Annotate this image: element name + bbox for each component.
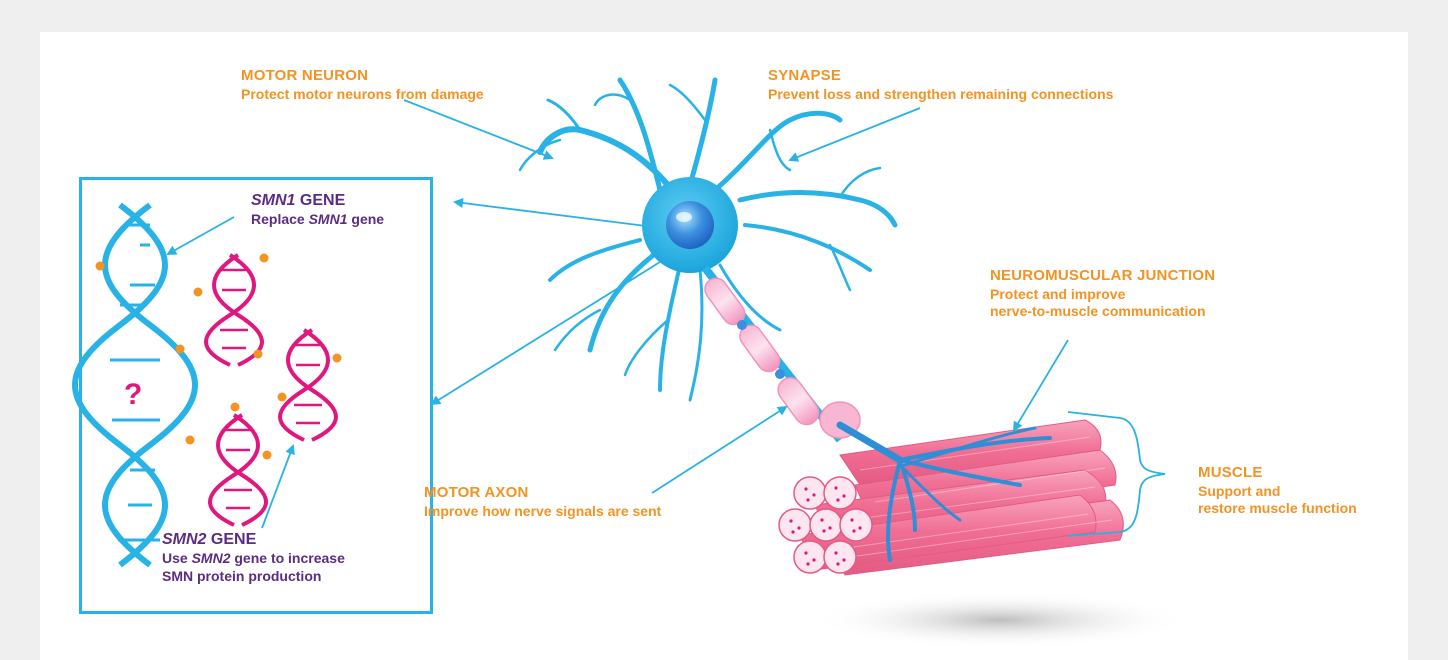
smn1-desc: Replace SMN1 gene [251, 211, 384, 229]
nmj-title: NEUROMUSCULAR JUNCTION [990, 267, 1215, 286]
smn1-title: SMN1 GENE [251, 191, 384, 211]
muscle-label: MUSCLE Support and restore muscle functi… [1198, 464, 1357, 518]
muscle-shadow [810, 592, 1190, 648]
motor-axon-title: MOTOR AXON [424, 484, 661, 503]
dna-small-1 [206, 255, 262, 365]
smn2-title: SMN2 GENE [162, 530, 345, 550]
motor-neuron-desc: Protect motor neurons from damage [241, 86, 484, 104]
dna-small-2 [280, 330, 336, 440]
motor-axon-shape [701, 268, 860, 440]
question-mark: ? [124, 376, 142, 414]
neuron-nucleus [666, 201, 714, 249]
smn1-label: SMN1 GENE Replace SMN1 gene [251, 191, 384, 229]
muscle-desc-line1: Support and [1198, 483, 1357, 501]
smn2-label: SMN2 GENE Use SMN2 gene to increase SMN … [162, 530, 345, 585]
motor-axon-desc: Improve how nerve signals are sent [424, 503, 661, 521]
synapse-desc: Prevent loss and strengthen remaining co… [768, 86, 1113, 104]
nmj-label: NEUROMUSCULAR JUNCTION Protect and impro… [990, 267, 1215, 321]
synapse-label: SYNAPSE Prevent loss and strengthen rema… [768, 67, 1113, 103]
nmj-desc-line2: nerve-to-muscle communication [990, 303, 1215, 321]
smn2-desc-line1: Use SMN2 gene to increase [162, 550, 345, 568]
smn2-desc-line2: SMN protein production [162, 568, 345, 586]
muscle-title: MUSCLE [1198, 464, 1357, 483]
muscle-bundle [779, 420, 1123, 575]
motor-neuron-label: MOTOR NEURON Protect motor neurons from … [241, 67, 484, 103]
dna-small-3 [210, 415, 266, 525]
nmj-desc-line1: Protect and improve [990, 286, 1215, 304]
synapse-title: SYNAPSE [768, 67, 1113, 86]
motor-axon-label: MOTOR AXON Improve how nerve signals are… [424, 484, 661, 520]
motor-neuron-title: MOTOR NEURON [241, 67, 484, 86]
muscle-desc-line2: restore muscle function [1198, 500, 1357, 518]
